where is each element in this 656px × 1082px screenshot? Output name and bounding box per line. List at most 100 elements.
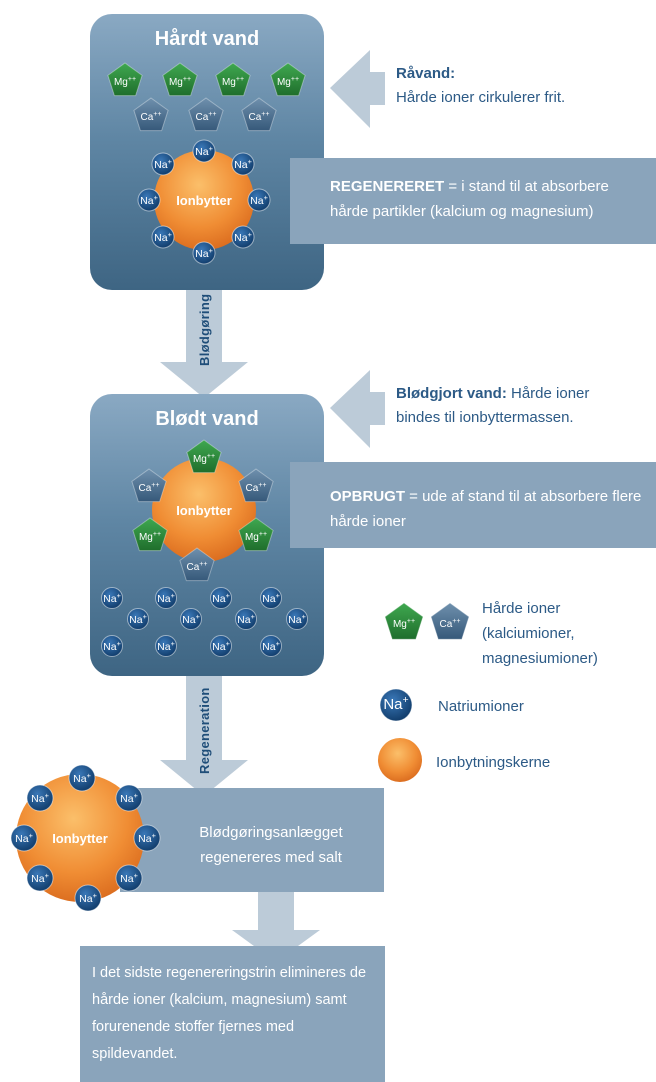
softening-arrow [160, 280, 248, 398]
legend-core-label: Ionbytningskerne [436, 754, 551, 771]
softened-water-pointer-arrow [330, 370, 385, 448]
ion-label: Na+ [120, 791, 138, 805]
ion-label: Na+ [15, 831, 33, 845]
calcium-ion: Ca++ [131, 468, 167, 503]
calcium-ion: Ca++ [241, 97, 277, 132]
ion-exchanger-label: Ionbytter [176, 193, 232, 208]
ion-label: Na+ [103, 639, 121, 653]
soft-water-title: Blødt vand [155, 408, 259, 430]
softened-water-desc: Hårde ioner bindes til ionbyttermassen. [396, 385, 590, 426]
calcium-ion: Ca++ [188, 97, 224, 132]
ion-label: Na+ [140, 193, 158, 207]
ion-label: Na+ [157, 591, 175, 605]
legend-core-icon [378, 738, 422, 782]
raw-water-desc: Hårde ioner cirkulerer frit. [396, 89, 566, 106]
sodium-ion: Na+ [26, 864, 54, 892]
sodium-ion: Na+ [180, 608, 202, 630]
hard-water-title: Hårdt vand [154, 28, 260, 50]
sodium-ion: Na+ [151, 152, 175, 176]
ion-label: Na+ [212, 639, 230, 653]
ion-label: Na+ [212, 591, 230, 605]
ion-label: Na+ [103, 591, 121, 605]
legend-hard-ions-label: Hårde ioner (kalciumioner, magnesiumione… [482, 600, 598, 667]
legend-sodium-label: Natriumioner [438, 698, 524, 715]
sodium-ion: Na+ [192, 241, 216, 265]
sodium-ion: Na+ [260, 635, 282, 657]
sodium-ion: Na+ [101, 635, 123, 657]
sodium-ion: Na+ [133, 824, 161, 852]
ion-label: Na+ [138, 831, 156, 845]
raw-water-title: Råvand: [396, 65, 456, 82]
sodium-ion: Na+ [74, 884, 102, 912]
ion-label: Na+ [129, 612, 147, 626]
ion-label: Na+ [154, 230, 172, 244]
sodium-ion: Na+ [151, 225, 175, 249]
sodium-ion: Na+ [155, 635, 177, 657]
ion-label: Na+ [31, 871, 49, 885]
magnesium-ion: Mg++ [384, 602, 424, 640]
exhausted-note-text: = ude af stand til at absorbere flere hå… [330, 488, 642, 530]
sodium-ion: Na+ [26, 784, 54, 812]
calcium-ion: Ca++ [179, 547, 215, 582]
regenerated-note-text: = i stand til at absorbere hårde partikl… [330, 178, 609, 220]
raw-water-text: Råvand: Hårde ioner cirkulerer frit. [396, 62, 646, 110]
calcium-ion: Ca++ [238, 468, 274, 503]
ion-label: Na+ [262, 591, 280, 605]
magnesium-ion: Mg++ [215, 62, 251, 97]
ion-label: Na+ [73, 771, 91, 785]
sodium-ion: Na+ [247, 188, 271, 212]
ion-label: Na+ [288, 612, 306, 626]
magnesium-ion: Mg++ [238, 517, 274, 552]
ion-label: Na+ [262, 639, 280, 653]
salt-note: Blødgøringsanlægget regenereres med salt [120, 788, 384, 892]
sodium-ion: Na+ [115, 864, 143, 892]
magnesium-ion: Mg++ [186, 439, 222, 474]
ion-label: Na+ [195, 246, 213, 260]
sodium-ion: Na+ [127, 608, 149, 630]
ion-exchanger-label: Ionbytter [52, 831, 108, 846]
sodium-ion: Na+ [68, 764, 96, 792]
softened-water-text: Blødgjort vand: Hårde ioner bindes til i… [396, 382, 636, 430]
magnesium-ion: Mg++ [107, 62, 143, 97]
ion-exchanger-core: Ionbytter [152, 458, 256, 562]
salt-note-text: Blødgøringsanlægget regenereres med salt [199, 824, 343, 866]
ion-label: Na+ [383, 694, 408, 713]
ion-label: Na+ [195, 144, 213, 158]
regenerated-note: REGENERERET = i stand til at absorbere h… [290, 158, 656, 244]
raw-water-pointer-arrow [330, 50, 385, 128]
ion-exchanger-core: Ionbytter [154, 150, 254, 250]
ion-label: Na+ [237, 612, 255, 626]
calcium-ion: Ca++ [430, 602, 470, 640]
exhausted-note-title: OPBRUGT [330, 488, 405, 505]
ion-exchanger-label: Ionbytter [176, 503, 232, 518]
ion-label: Na+ [250, 193, 268, 207]
regenerated-note-title: REGENERERET [330, 178, 445, 195]
calcium-ion: Ca++ [133, 97, 169, 132]
magnesium-ion: Mg++ [162, 62, 198, 97]
sodium-ion: Na+ [210, 635, 232, 657]
sodium-ion: Na+ [379, 688, 413, 722]
sodium-ion: Na+ [137, 188, 161, 212]
sodium-ion: Na+ [210, 587, 232, 609]
ion-label: Na+ [182, 612, 200, 626]
exhausted-note: OPBRUGT = ude af stand til at absorbere … [290, 462, 656, 548]
magnesium-ion: Mg++ [132, 517, 168, 552]
final-note: I det sidste regenereringstrin eliminere… [80, 946, 385, 1082]
sodium-ion: Na+ [192, 139, 216, 163]
sodium-ion: Na+ [235, 608, 257, 630]
ion-label: Na+ [120, 871, 138, 885]
ion-label: Na+ [154, 157, 172, 171]
magnesium-ion: Mg++ [270, 62, 306, 97]
sodium-ion: Na+ [101, 587, 123, 609]
final-note-text: I det sidste regenereringstrin eliminere… [92, 965, 367, 1062]
sodium-ion: Na+ [231, 225, 255, 249]
sodium-ion: Na+ [231, 152, 255, 176]
sodium-ion: Na+ [10, 824, 38, 852]
sodium-ion: Na+ [155, 587, 177, 609]
ion-label: Na+ [157, 639, 175, 653]
softened-water-title: Blødgjort vand: [396, 385, 507, 402]
ion-label: Na+ [79, 891, 97, 905]
sodium-ion: Na+ [115, 784, 143, 812]
sodium-ion: Na+ [260, 587, 282, 609]
